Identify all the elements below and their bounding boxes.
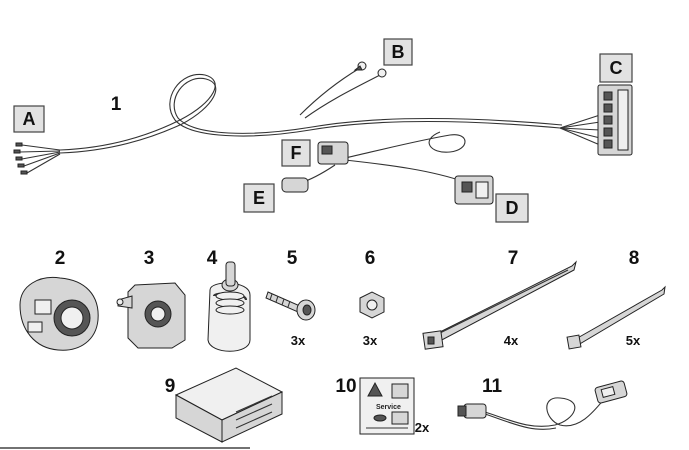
quantity-part-5: 3x [291,333,306,348]
part-number-4: 4 [207,248,218,269]
quantity-part-8: 5x [626,333,641,348]
plug-e [281,177,309,193]
adapter-cable [457,380,628,430]
svg-text:A: A [23,109,36,129]
wire-ends-a [13,142,61,175]
screw [265,291,316,321]
warning-label-sticker: Service [359,377,415,435]
rubber-seal [207,261,251,352]
part-number-9: 9 [165,376,176,397]
part-number-11: 11 [482,376,503,397]
cable-tie-short [566,285,666,350]
mounting-plate [116,282,186,349]
part-number-2: 2 [55,248,66,269]
part-number-8: 8 [629,248,640,269]
sticker-title: Service [376,404,401,411]
quantity-part-10: 2x [415,420,430,435]
callout-f: F [281,139,311,167]
svg-text:F: F [291,143,302,163]
connector-d [454,175,494,205]
svg-text:C: C [610,58,623,78]
main-wiring-harness [13,61,633,205]
part-number-7: 7 [508,248,519,269]
svg-text:D: D [506,198,519,218]
part-number-5: 5 [287,248,298,269]
part-number-1: 1 [111,94,122,115]
part-number-3: 3 [144,248,155,269]
svg-text:E: E [253,188,265,208]
quantity-part-6: 3x [363,333,378,348]
part-number-6: 6 [365,248,376,269]
sub-harness [281,131,494,205]
callout-c: C [599,53,633,83]
ring-terminals-b [299,61,387,119]
callout-b: B [383,38,413,66]
part-number-10: 10 [335,376,356,397]
svg-text:B: B [392,42,405,62]
cable-tie-long [422,260,577,350]
callout-d: D [495,193,529,223]
callout-a: A [13,105,45,133]
multi-pin-connector-c [559,84,633,156]
callout-e: E [243,183,275,213]
hex-nut [359,291,385,319]
quantity-part-7: 4x [504,333,519,348]
trailer-socket [19,276,99,351]
control-module [174,367,284,443]
